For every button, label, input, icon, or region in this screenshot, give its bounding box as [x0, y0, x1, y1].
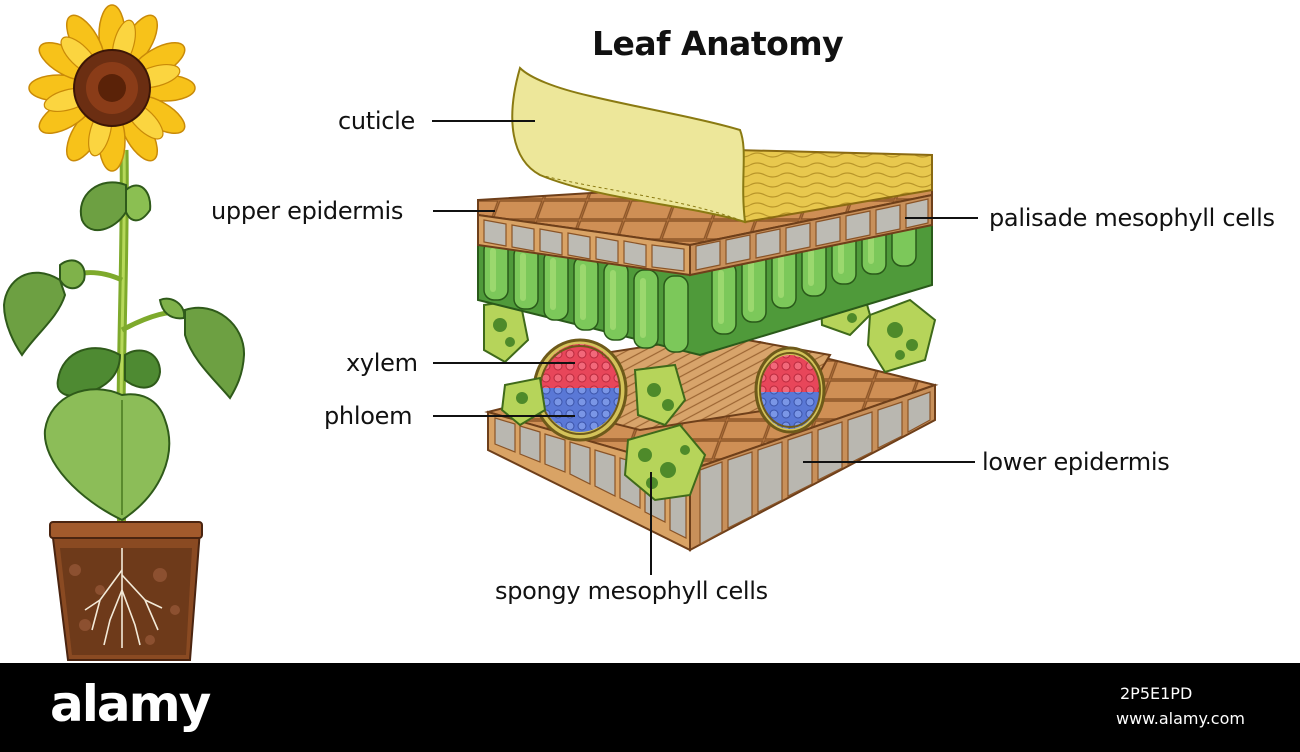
label-upper-epidermis: upper epidermis: [211, 197, 404, 225]
cuticle-layer: [511, 66, 933, 224]
label-xylem: xylem: [346, 349, 418, 377]
label-lower-epidermis: lower epidermis: [982, 448, 1170, 476]
label-phloem: phloem: [324, 402, 413, 430]
watermark-footer: [0, 663, 1300, 752]
label-spongy-mesophyll: spongy mesophyll cells: [495, 577, 768, 605]
label-palisade-mesophyll: palisade mesophyll cells: [989, 204, 1275, 232]
diagram-title: Leaf Anatomy: [592, 24, 844, 63]
vascular-bundle-left: [532, 338, 628, 442]
leader-lines: [432, 120, 978, 575]
watermark-url: www.alamy.com: [1116, 709, 1245, 728]
flower-pot: [49, 521, 203, 661]
leaf-cross-section: [477, 66, 939, 552]
label-cuticle: cuticle: [338, 107, 416, 135]
watermark-brand: alamy: [50, 675, 211, 733]
watermark-image-id: 2P5E1PD: [1120, 684, 1193, 703]
leaf-anatomy-illustration: [2, 4, 978, 661]
vascular-bundle-right: [754, 346, 826, 434]
sunflower-head: [28, 4, 196, 172]
diagram-canvas: Leaf Anatomy cuticle upper epidermis pal…: [2, 4, 1275, 661]
sunflower-plant: [2, 4, 246, 661]
